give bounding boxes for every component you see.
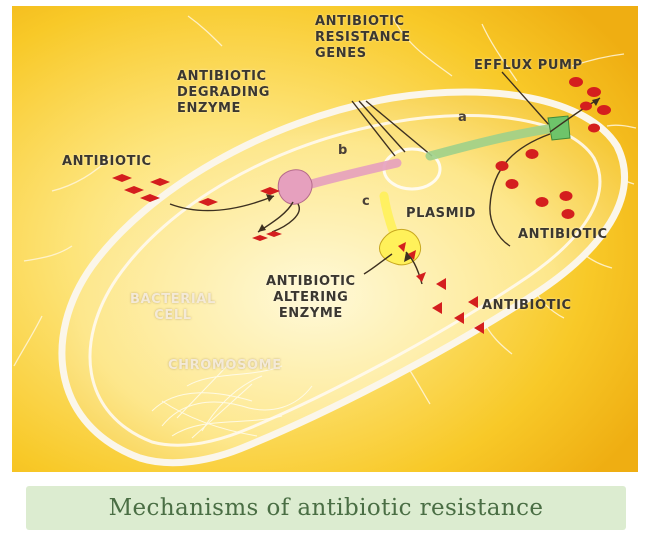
pathway-c-label: c: [362, 194, 370, 209]
resistance-genes-label: ANTIBIOTIC RESISTANCE GENES: [315, 14, 411, 62]
diagram-figure: ANTIBIOTIC RESISTANCE GENES EFFLUX PUMP …: [12, 6, 638, 472]
altering-enzyme-label: ANTIBIOTIC ALTERING ENZYME: [266, 274, 356, 322]
figure-caption: Mechanisms of antibiotic resistance: [109, 495, 544, 521]
plasmid-label: PLASMID: [406, 206, 476, 222]
pathway-b-label: b: [338, 143, 347, 158]
degrading-enzyme-label: ANTIBIOTIC DEGRADING ENZYME: [177, 69, 270, 117]
pathway-a-label: a: [458, 110, 467, 125]
antibiotic-left-label: ANTIBIOTIC: [62, 154, 152, 170]
antibiotic-bottom-label: ANTIBIOTIC: [482, 298, 572, 314]
bacterial-cell-label: BACTERIAL CELL: [130, 292, 216, 324]
chromosome-label: CHROMOSOME: [168, 358, 282, 374]
caption-bar: Mechanisms of antibiotic resistance: [26, 486, 626, 530]
efflux-pump-label: EFFLUX PUMP: [474, 58, 583, 74]
antibiotic-right-label: ANTIBIOTIC: [518, 227, 608, 243]
